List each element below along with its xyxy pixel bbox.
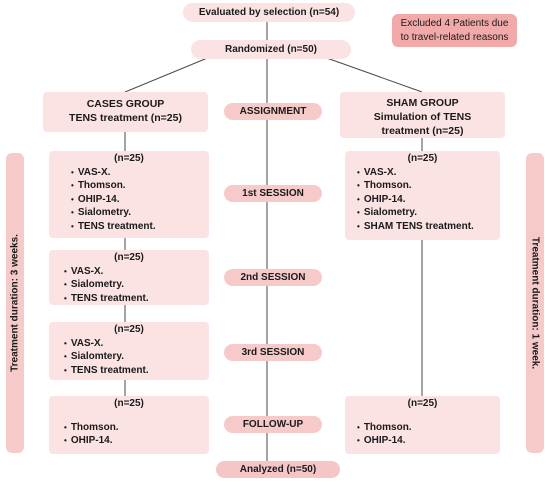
cases-session2-item: TENS treatment. [64,292,209,306]
sham-session1-item: VAS-X. [357,166,500,180]
stage-session1: 1st SESSION [224,185,322,202]
stage-assignment-label: ASSIGNMENT [239,106,307,117]
stage-assignment: ASSIGNMENT [224,103,322,120]
analyzed-label: Analyzed (n=50) [239,464,317,475]
duration-left-label: Treatment duration: 3 weeks. [9,234,21,372]
sham-followup-box: (n=25) Thomson. OHIP-14. [345,396,500,454]
sham-session1-item: Thomson. [357,179,500,193]
cases-followup-box: (n=25) Thomson. OHIP-14. [49,396,209,454]
cases-group-subtitle: TENS treatment (n=25) [69,112,182,125]
sham-session1-item: Sialometry. [357,206,500,220]
evaluated-label: Evaluated by selection (n=54) [198,7,340,18]
cases-session1-item: Thomson. [71,179,209,193]
duration-right-label: Treatment duration: 1 week. [529,236,541,370]
randomized-box: Randomized (n=50) [191,40,351,59]
sham-session1-n: (n=25) [407,153,438,164]
cases-session3-item: VAS-X. [64,337,209,351]
cases-session3-n: (n=25) [114,324,144,335]
stage-session3-label: 3rd SESSION [241,347,305,358]
cases-session1-n: (n=25) [114,153,144,164]
cases-session1-item: TENS treatment. [71,220,209,234]
cases-session2-box: (n=25) VAS-X. Sialometry. TENS treatment… [49,250,209,305]
cases-session2-n: (n=25) [114,252,144,263]
evaluated-box: Evaluated by selection (n=54) [183,3,355,22]
cases-group-title: CASES GROUP [86,98,165,110]
cases-session2-item: VAS-X. [64,265,209,279]
cases-followup-n: (n=25) [114,398,144,409]
cases-group-box: CASES GROUP TENS treatment (n=25) [43,92,208,132]
sham-group-subtitle: Simulation of TENS treatment (n=25) [373,111,472,138]
cases-session1-item: VAS-X. [71,166,209,180]
cases-session2-item: Sialometry. [64,278,209,292]
randomized-label: Randomized (n=50) [225,44,317,55]
sham-group-box: SHAM GROUP Simulation of TENS treatment … [340,92,505,138]
stage-session2-label: 2nd SESSION [240,272,306,283]
duration-left-bar: Treatment duration: 3 weeks. [6,153,24,453]
cases-session3-item: Sialomtery. [64,350,209,364]
cases-session1-item: Sialometry. [71,206,209,220]
duration-right-bar: Treatment duration: 1 week. [526,153,544,453]
stage-session3: 3rd SESSION [224,344,322,361]
excluded-label: Excluded 4 Patients due to travel-relate… [400,18,509,43]
stage-session2: 2nd SESSION [224,269,322,286]
stage-followup: FOLLOW-UP [224,416,322,433]
sham-session1-item: SHAM TENS treatment. [357,220,500,234]
cases-followup-item: Thomson. [64,421,209,435]
sham-followup-item: OHIP-14. [357,434,500,448]
cases-session1-box: (n=25) VAS-X. Thomson. OHIP-14. Sialomet… [49,151,209,238]
analyzed-box: Analyzed (n=50) [216,461,340,478]
excluded-note: Excluded 4 Patients due to travel-relate… [392,14,517,47]
cases-followup-item: OHIP-14. [64,434,209,448]
cases-session3-box: (n=25) VAS-X. Sialomtery. TENS treatment… [49,322,209,380]
sham-followup-item: Thomson. [357,421,500,435]
stage-followup-label: FOLLOW-UP [242,419,304,430]
cases-session3-item: TENS treatment. [64,364,209,378]
stage-session1-label: 1st SESSION [242,188,304,199]
sham-group-title: SHAM GROUP [386,97,459,109]
sham-session1-box: (n=25) VAS-X. Thomson. OHIP-14. Sialomet… [345,151,500,240]
cases-session1-item: OHIP-14. [71,193,209,207]
sham-followup-n: (n=25) [407,398,438,409]
sham-session1-item: OHIP-14. [357,193,500,207]
